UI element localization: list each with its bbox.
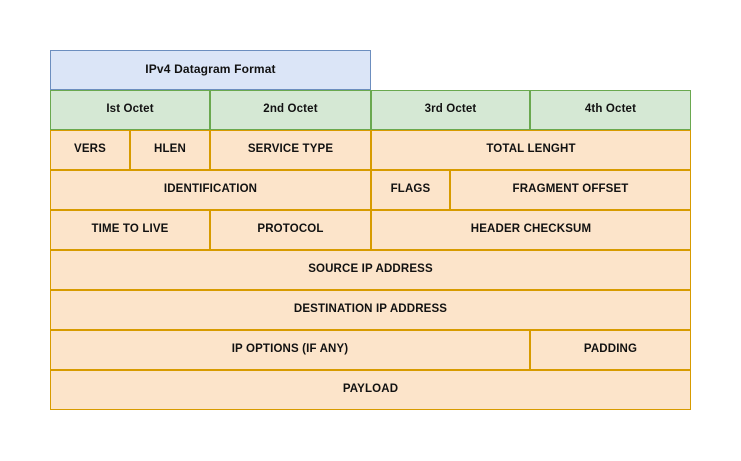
octet-header-ist-octet: Ist Octet — [50, 90, 210, 130]
field-vers: VERS — [50, 130, 130, 170]
field-payload: PAYLOAD — [50, 370, 691, 410]
octet-header-3rd-octet: 3rd Octet — [371, 90, 530, 130]
field-service-type: SERVICE TYPE — [210, 130, 371, 170]
field-destination-ip-address: DESTINATION IP ADDRESS — [50, 290, 691, 330]
diagram-title: IPv4 Datagram Format — [50, 50, 371, 90]
field-hlen: HLEN — [130, 130, 210, 170]
field-fragment-offset: FRAGMENT OFFSET — [450, 170, 691, 210]
field-identification: IDENTIFICATION — [50, 170, 371, 210]
octet-header-4th-octet: 4th Octet — [530, 90, 691, 130]
field-ip-options-if-any: IP OPTIONS (IF ANY) — [50, 330, 530, 370]
field-flags: FLAGS — [371, 170, 450, 210]
field-header-checksum: HEADER CHECKSUM — [371, 210, 691, 250]
field-source-ip-address: SOURCE IP ADDRESS — [50, 250, 691, 290]
field-total-lenght: TOTAL LENGHT — [371, 130, 691, 170]
field-protocol: PROTOCOL — [210, 210, 371, 250]
field-time-to-live: TIME TO LIVE — [50, 210, 210, 250]
field-padding: PADDING — [530, 330, 691, 370]
octet-header-2nd-octet: 2nd Octet — [210, 90, 371, 130]
